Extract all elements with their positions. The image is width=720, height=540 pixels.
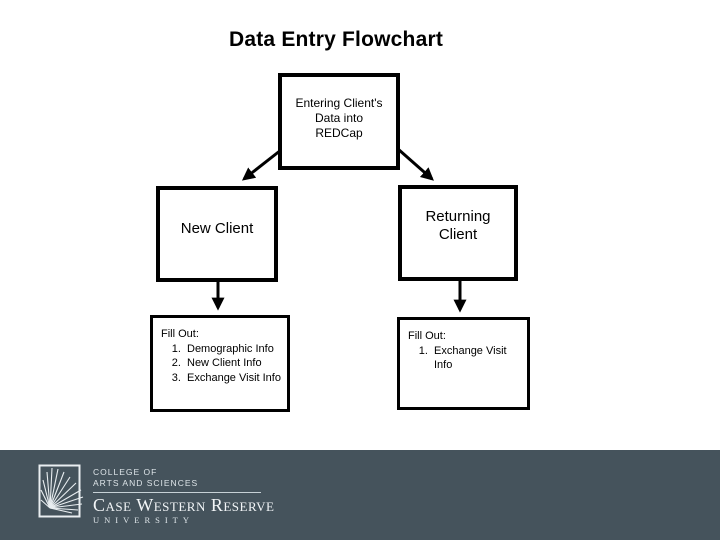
college-line-1: COLLEGE OF [93,467,158,477]
returning-client-label-line: Client [438,226,478,243]
flowchart-box-returning-client-tasks: Fill Out: Exchange Visit Info [397,317,530,410]
footer-bar [0,450,720,540]
flowchart-box-new-client: New Client [156,186,278,282]
flowchart-box-new-client-tasks: Fill Out: Demographic Info New Client In… [150,315,290,412]
tasks-heading: Fill Out: [161,328,199,340]
university-name: Case Western Reserve [93,495,275,515]
page-title: Data Entry Flowchart [228,28,444,51]
flowchart-arrows [211,147,467,313]
flowchart-box-entering-data: Entering Client's Data into REDCap [278,73,400,170]
tasks-list: Demographic Info New Client Info Exchang… [161,342,282,386]
logo-divider [93,492,261,493]
tasks-heading: Fill Out: [408,330,446,342]
root-box-line: Entering Client's [295,96,383,110]
flowchart-box-returning-client: Returning Client [398,185,518,281]
arrow-root-to-returning-client [397,147,434,181]
root-box-line: REDCap [315,126,363,140]
sunburst-icon [38,464,84,518]
university-logo-text: COLLEGE OF ARTS AND SCIENCES Case Wester… [93,464,274,525]
task-item: Exchange Visit Info [184,371,282,386]
returning-client-label-line: Returning [425,208,491,225]
tasks-list: Exchange Visit Info [408,344,522,373]
university-logo: COLLEGE OF ARTS AND SCIENCES Case Wester… [38,464,274,525]
new-client-label: New Client [180,220,254,237]
task-item: New Client Info [184,356,282,371]
task-item: Exchange Visit Info [431,344,522,373]
arrow-root-to-new-client [241,148,282,181]
root-box-line: Data into [314,111,364,125]
university-word: UNIVERSITY [93,515,194,525]
task-item: Demographic Info [184,342,282,357]
college-line-2: ARTS AND SCIENCES [93,477,199,488]
